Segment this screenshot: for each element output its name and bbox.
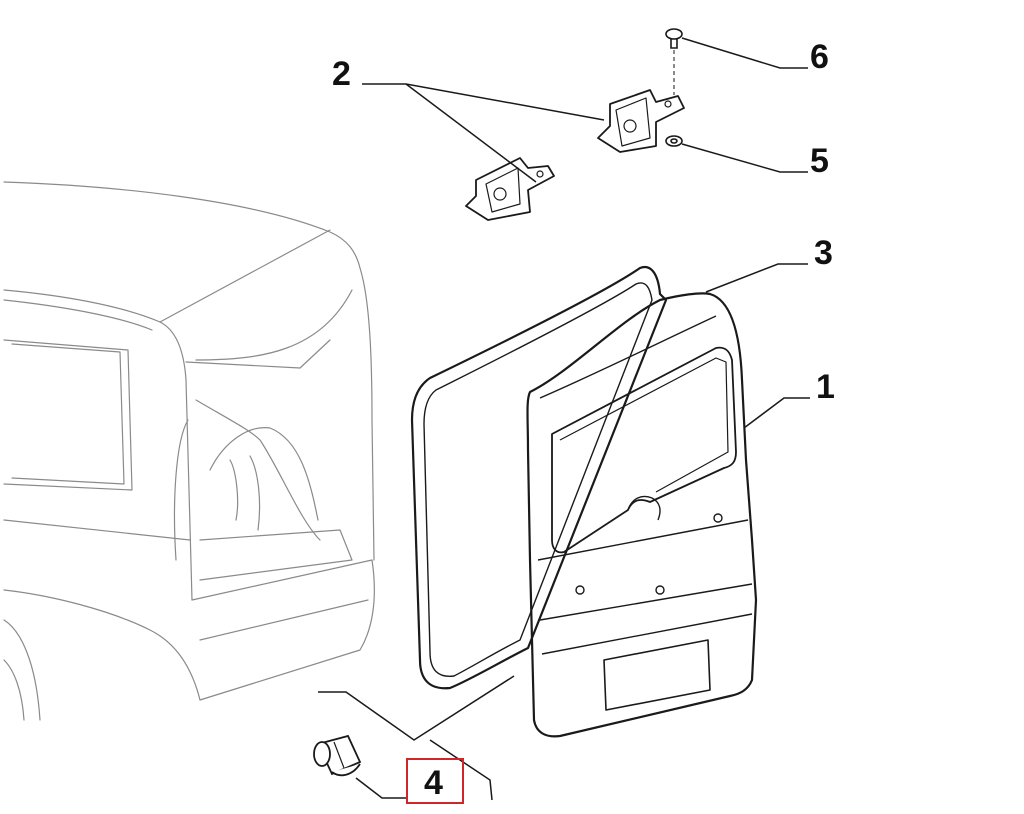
callout-label-2: 2 <box>332 55 351 93</box>
tailgate-part <box>526 292 758 738</box>
vehicle-rear-outline <box>3 181 375 721</box>
callout-label-6: 6 <box>810 38 829 76</box>
screw-part <box>665 28 683 95</box>
callout-label-4: 4 <box>424 764 443 802</box>
leader-lines <box>318 37 810 801</box>
washer-part <box>665 135 683 147</box>
callout-label-5: 5 <box>810 142 829 180</box>
hinge-part <box>465 89 685 221</box>
callout-label-3: 3 <box>814 234 833 272</box>
bump-stop-part <box>313 734 362 777</box>
callout-label-1: 1 <box>816 368 835 406</box>
highlight-box-callout-4 <box>406 758 464 804</box>
seal-part <box>410 265 668 690</box>
